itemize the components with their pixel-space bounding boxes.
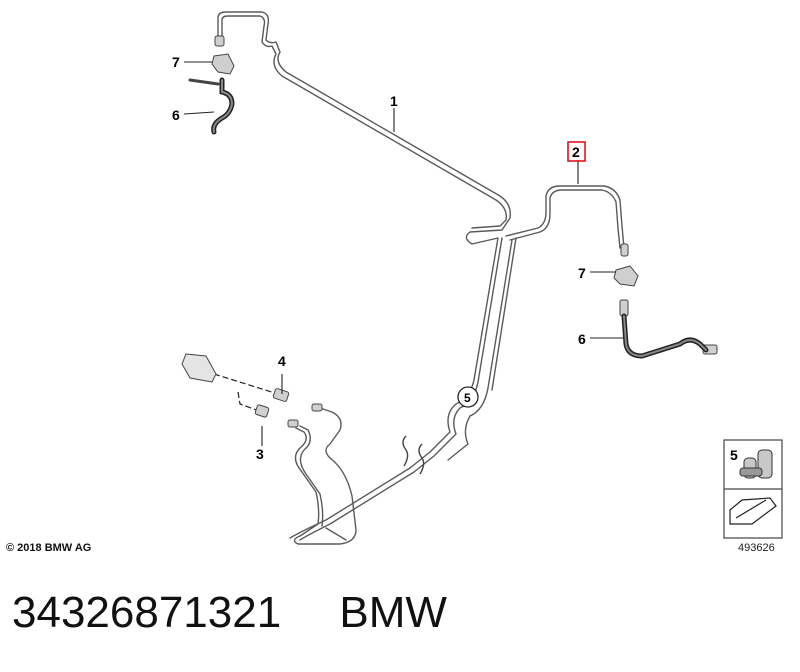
callout-5-circle [457, 386, 479, 408]
leader-lines [183, 61, 624, 446]
diagram-id: 493626 [738, 542, 775, 554]
copyright-notice: © 2018 BMW AG [6, 542, 92, 554]
callout-1: 1 [390, 93, 398, 109]
brake-lines-3-4 [293, 407, 357, 545]
clip-5-icon [739, 449, 773, 479]
line-break-symbol [402, 435, 425, 475]
hose-outline-dashed [213, 373, 279, 413]
parts-diagram: 1 2 7 6 7 6 4 3 5 5 [172, 11, 783, 545]
callout-7-right: 7 [578, 265, 586, 281]
callout-3: 3 [256, 446, 264, 462]
brake-line-2 [447, 185, 625, 461]
callout-5: 5 [464, 391, 471, 405]
part-number: 34326871321 [12, 588, 282, 637]
inset-callout-5: 5 [730, 447, 738, 463]
callout-2-highlight [567, 141, 586, 162]
part-caption: 34326871321 BMW [12, 588, 447, 638]
callout-6-right: 6 [578, 331, 586, 347]
inset-panel: 5 [723, 439, 783, 539]
hose-6-left [188, 77, 235, 135]
callout-7-left: 7 [172, 54, 180, 70]
callout-6-left: 6 [172, 107, 180, 123]
fittings [181, 35, 718, 428]
hose-6-right [621, 313, 709, 359]
clip-7-right [613, 265, 639, 287]
callout-4: 4 [278, 353, 286, 369]
brand-name: BMW [339, 588, 447, 637]
arrow-icon [729, 497, 777, 525]
callout-2: 2 [572, 144, 580, 160]
clip-7-left [211, 53, 235, 75]
